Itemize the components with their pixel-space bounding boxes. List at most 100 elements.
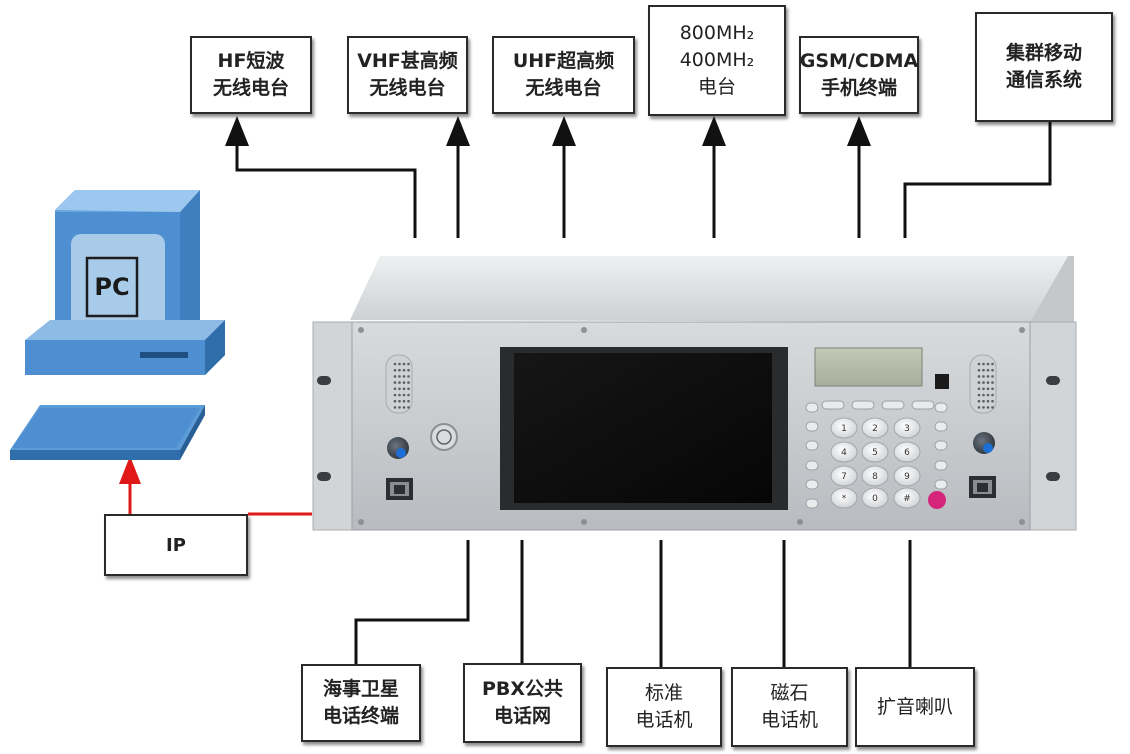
speaker-hole xyxy=(982,406,985,409)
speaker-hole xyxy=(402,399,406,403)
indicator-square xyxy=(935,374,949,389)
keypad-key xyxy=(861,417,889,439)
arrowhead-mhz xyxy=(702,116,726,146)
speaker-hole xyxy=(398,406,401,409)
trunk-mobile-line2: 通信系统 xyxy=(1005,69,1082,91)
left-ear-hole-bottom xyxy=(317,472,331,481)
speaker-hole xyxy=(977,381,981,384)
line-maritime xyxy=(354,540,470,664)
right-function-keys xyxy=(934,402,948,490)
speaker-hole xyxy=(986,368,990,372)
line-hf xyxy=(235,146,417,238)
speaker-hole xyxy=(398,375,401,378)
gsm-cdma-box: GSM/CDMA 手机终端 xyxy=(799,36,919,114)
loudspeaker-line1: 扩音喇叭 xyxy=(876,695,953,718)
ip-label: IP xyxy=(166,534,186,556)
keypad-key xyxy=(830,417,858,439)
hf-radio-box: HF短波 无线电台 xyxy=(190,36,312,114)
ip-link xyxy=(119,456,312,516)
maritime-line2: 电话终端 xyxy=(322,705,399,727)
speaker-hole xyxy=(398,368,401,372)
hf-radio-line1: HF短波 xyxy=(217,50,285,72)
front-panel xyxy=(351,321,1031,531)
vhf-radio-box: VHF甚高频 无线电台 xyxy=(347,36,468,114)
pbx-line2: 电话网 xyxy=(493,705,551,727)
keypad-key-label: 4 xyxy=(841,448,847,458)
speaker-hole xyxy=(977,393,981,397)
speaker-hole xyxy=(986,381,990,384)
keypad-key-label: 3 xyxy=(904,424,910,434)
speaker-hole xyxy=(982,362,985,366)
trunk-mobile-line1: 集群移动 xyxy=(1005,42,1082,64)
speaker-hole xyxy=(393,393,397,397)
ip-arrowhead xyxy=(119,456,141,484)
gsm-cdma-line2: 手机终端 xyxy=(820,77,897,99)
hf-radio-line2: 无线电台 xyxy=(212,77,289,99)
magneto-phone-line1: 磁石 xyxy=(770,682,809,704)
speaker-hole xyxy=(393,381,397,384)
speaker-hole xyxy=(982,375,985,378)
mhz-radio-line3: 电台 xyxy=(697,76,736,98)
left-rack-ear xyxy=(312,321,356,531)
keypad-key xyxy=(893,417,921,439)
speaker-hole xyxy=(407,387,410,391)
speaker-hole xyxy=(402,406,406,409)
speaker-hole xyxy=(982,393,985,397)
left-speaker-grille xyxy=(385,354,413,414)
speaker-hole xyxy=(986,387,990,391)
main-display xyxy=(500,347,788,510)
bottom-connector-lines xyxy=(354,540,912,667)
keypad-key-label: 7 xyxy=(841,472,847,482)
speaker-hole xyxy=(991,381,994,384)
loudspeaker-box: 扩音喇叭 xyxy=(855,667,975,747)
keypad-key-label: * xyxy=(842,494,847,504)
pc-label: PC xyxy=(94,273,130,301)
left-function-keys xyxy=(805,402,819,509)
vhf-radio-line2: 无线电台 xyxy=(369,77,446,99)
speaker-hole xyxy=(991,393,994,397)
arrowhead-uhf xyxy=(552,116,576,146)
speaker-hole xyxy=(991,362,994,366)
keypad-key-label: 0 xyxy=(872,494,878,504)
keypad-key xyxy=(861,465,889,487)
arrowhead-vhf xyxy=(446,116,470,146)
arrowhead-gsm xyxy=(847,116,871,146)
left-volume-knob xyxy=(387,437,409,459)
pbx-network-box: PBX公共 电话网 xyxy=(463,663,582,743)
top-connector-lines xyxy=(235,122,1052,238)
keypad-key xyxy=(861,441,889,463)
vhf-radio-line1: VHF甚高频 xyxy=(357,50,458,72)
maritime-satellite-box: 海事卫星 电话终端 xyxy=(301,664,421,742)
speaker-hole xyxy=(977,387,981,391)
standard-phone-box: 标准 电话机 xyxy=(606,667,722,747)
magneto-phone-line2: 电话机 xyxy=(760,709,818,731)
speaker-hole xyxy=(991,399,994,403)
speaker-hole xyxy=(407,362,410,366)
pc-computer-icon xyxy=(10,190,225,460)
speaker-hole xyxy=(398,387,401,391)
speaker-hole xyxy=(977,375,981,378)
keypad-key-label: 6 xyxy=(904,448,910,458)
speaker-hole xyxy=(986,393,990,397)
softkeys xyxy=(821,400,935,410)
speaker-hole xyxy=(986,406,990,409)
keypad-key-label: 9 xyxy=(904,472,910,482)
speaker-hole xyxy=(402,381,406,384)
arrowhead-hf xyxy=(225,116,249,146)
speaker-hole xyxy=(991,387,994,391)
speaker-hole xyxy=(977,362,981,366)
speaker-hole xyxy=(991,406,994,409)
keypad-key-label: 1 xyxy=(841,424,847,434)
pbx-line1: PBX公共 xyxy=(481,678,564,700)
keypad-key xyxy=(893,487,921,509)
status-lcd xyxy=(814,347,923,387)
right-rack-ear xyxy=(1027,321,1077,531)
keypad-key xyxy=(861,487,889,509)
speaker-hole xyxy=(407,368,410,372)
keypad-key xyxy=(830,487,858,509)
maritime-line1: 海事卫星 xyxy=(322,678,399,700)
power-button xyxy=(430,423,458,451)
speaker-hole xyxy=(407,393,410,397)
